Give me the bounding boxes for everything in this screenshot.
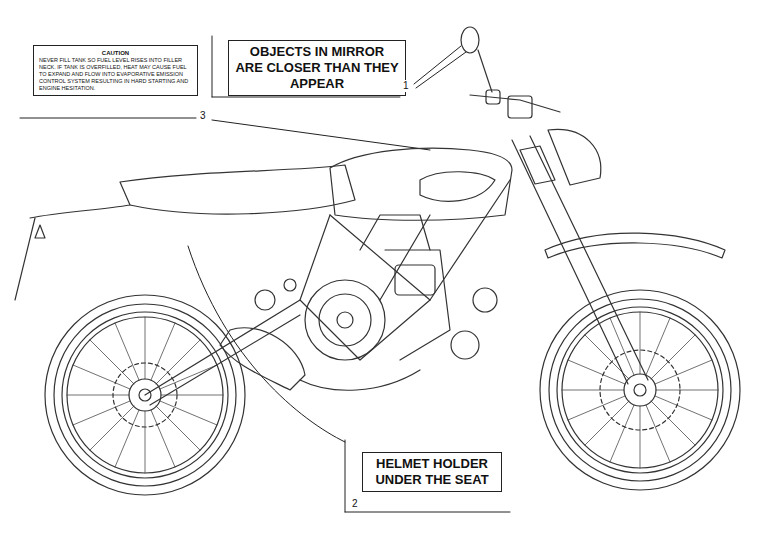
callout-number: 2 — [351, 498, 359, 510]
callout-number: 3 — [199, 110, 207, 122]
warning-sticker: OBJECTS IN MIRROR ARE CLOSER THAN THEY A… — [228, 40, 406, 96]
sticker-text: NEVER FILL TANK SO FUEL LEVEL RISES INTO… — [39, 57, 192, 92]
warning-sticker: HELMET HOLDER UNDER THE SEAT — [362, 452, 502, 492]
leader-lines — [20, 36, 510, 512]
sticker-text: HELMET HOLDER UNDER THE SEAT — [369, 456, 495, 488]
tank-seat — [15, 148, 512, 300]
warning-sticker: CAUTIONNEVER FILL TANK SO FUEL LEVEL RIS… — [33, 45, 198, 96]
sticker-heading: CAUTION — [39, 49, 192, 57]
front-wheel — [540, 290, 740, 490]
frame-engine — [145, 180, 510, 405]
front-end — [461, 27, 725, 384]
sticker-text: OBJECTS IN MIRROR ARE CLOSER THAN THEY A… — [235, 44, 399, 92]
callout-number: 1 — [402, 80, 410, 92]
